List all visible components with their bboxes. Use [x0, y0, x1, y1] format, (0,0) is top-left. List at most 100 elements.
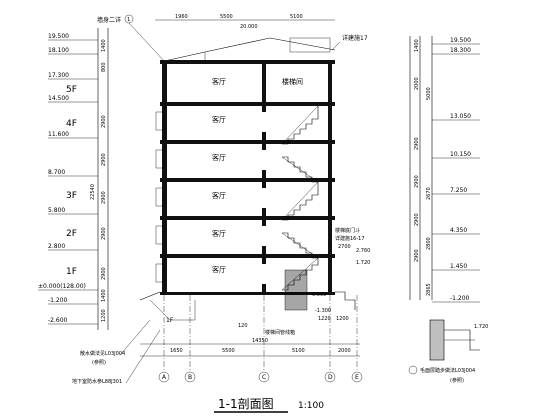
- right-ground: [335, 291, 356, 310]
- floor-4f: 4F: [66, 119, 77, 129]
- wall-section-note: 毛面层踏步做法L03J004: [420, 367, 475, 374]
- stair-door-ref: 详建施16-17: [335, 235, 365, 242]
- opening: [262, 188, 266, 208]
- cornice-label: 详建施17: [342, 34, 368, 42]
- window: [155, 187, 165, 207]
- top-dim: 5100: [290, 14, 303, 20]
- room-label-0f: 客厅: [212, 265, 226, 274]
- basement-note: 地下室防水参L88J301: [72, 378, 122, 385]
- small-elev: 1.720: [356, 260, 370, 266]
- r-dim: 2900: [414, 213, 420, 226]
- foundation: [149, 299, 196, 321]
- window: [155, 225, 165, 245]
- r-dim: 2900: [414, 137, 420, 150]
- drawing-scale: 1:100: [298, 401, 324, 411]
- wall-section-sub: (参照): [450, 377, 464, 384]
- r-dim: 2000: [414, 77, 420, 90]
- bottom-dim: 5100: [292, 348, 305, 354]
- room-label-2f: 客厅: [212, 191, 226, 200]
- r-elev: 19.500: [450, 37, 471, 44]
- stair-stringer: [281, 257, 319, 291]
- building-section: 客厅 客厅 客厅 客厅 客厅 客厅 楼梯间 楼梯底门斗 详建施16-17 270…: [139, 37, 370, 336]
- r-elev: 4.350: [450, 227, 467, 234]
- wall-detail: 1.720 毛面层踏步做法L03J004 (参照): [408, 319, 488, 384]
- axis-label: C: [262, 374, 266, 381]
- axis-label: A: [162, 374, 167, 381]
- opening: [262, 226, 266, 246]
- small-dim: 1200: [336, 316, 349, 322]
- small-dim: 1220: [318, 316, 331, 322]
- stair-door-label: 楼梯底门斗: [335, 227, 360, 234]
- dim: 1200: [101, 309, 107, 322]
- room-label-3f: 客厅: [212, 153, 226, 162]
- stair-stringer: [281, 181, 319, 221]
- window: [155, 149, 165, 169]
- r-elev: 13.050: [450, 113, 471, 120]
- section-mark: 1F: [166, 317, 174, 324]
- axis-label: B: [188, 374, 192, 381]
- parapet-label: 墙身二详: [97, 16, 121, 24]
- axis-bubble: [184, 371, 196, 383]
- r-elev: 10.150: [450, 151, 471, 158]
- elev-n2600: -2.600: [48, 317, 68, 324]
- staircase: [281, 105, 319, 291]
- top-dim: 1960: [175, 14, 188, 20]
- opening: [262, 150, 266, 170]
- opening: [262, 264, 266, 284]
- elev-2800: 2.800: [48, 243, 65, 250]
- stair-flight: [282, 258, 319, 291]
- drawing-title: 1-1剖面图: [218, 397, 274, 411]
- r-dim: 2800: [426, 237, 432, 250]
- dim: 2900: [101, 153, 107, 166]
- leader: [331, 41, 341, 51]
- stair-flight: [282, 182, 319, 221]
- ground-room-label: 楼梯间管线箱: [265, 329, 295, 336]
- roof-outline: [159, 37, 336, 63]
- axis-bubble: [351, 371, 363, 383]
- title-block: 1-1剖面图 1:100: [214, 397, 324, 413]
- elev-5800: 5.800: [48, 207, 65, 214]
- r-dim: 2670: [426, 187, 432, 200]
- r-dim: 5000: [426, 87, 432, 100]
- small-dim: 2700: [338, 244, 351, 250]
- floor-slab-2: [160, 216, 335, 220]
- axis-grid: 1650 5500 5100 2000 14350 A B C D E: [140, 295, 363, 383]
- small-elev: 0.500: [312, 292, 326, 298]
- top-height: 20.000: [240, 24, 258, 30]
- terrace-note-sub: (参照): [92, 359, 106, 366]
- axis-bubble: [158, 371, 170, 383]
- stair-room-label: 楼梯间: [282, 77, 303, 86]
- leader: [119, 319, 151, 356]
- r-elev: -1.200: [450, 295, 470, 302]
- dim-total: 22540: [90, 184, 96, 200]
- elev-19500: 19.500: [48, 33, 69, 40]
- left-windows: [155, 111, 165, 283]
- stair-stringer: [281, 232, 319, 259]
- roof-slab: [160, 60, 335, 64]
- detail-wall: [429, 319, 445, 361]
- small-dim: 120: [238, 323, 248, 329]
- floor-slab-1: [160, 254, 335, 258]
- floor-2f: 2F: [66, 229, 77, 239]
- r-dim: 1400: [414, 39, 420, 52]
- dim: 1400: [101, 39, 107, 52]
- stair-stringer: [281, 105, 319, 145]
- stair-stringer: [281, 156, 319, 183]
- floor-slab-5: [160, 102, 335, 106]
- floor-slab-3: [160, 178, 335, 182]
- room-label-5f: 客厅: [212, 77, 226, 86]
- r-dim: 2900: [414, 175, 420, 188]
- elev-0000: ±0.000(128.00): [38, 283, 86, 290]
- opening: [262, 112, 266, 132]
- floor-5f: 5F: [66, 85, 77, 95]
- dim: 2900: [101, 115, 107, 128]
- room-label-4f: 客厅: [212, 115, 226, 124]
- roof-parapet: [289, 37, 331, 53]
- right-elevation-scale: 19.500 18.300 13.050 10.150 7.250 4.350 …: [409, 36, 480, 303]
- detail-elev: 1.720: [474, 324, 488, 330]
- window: [155, 263, 165, 283]
- terrace-note: 散水做法见L03J004: [80, 350, 125, 357]
- floor-3f: 3F: [66, 191, 77, 201]
